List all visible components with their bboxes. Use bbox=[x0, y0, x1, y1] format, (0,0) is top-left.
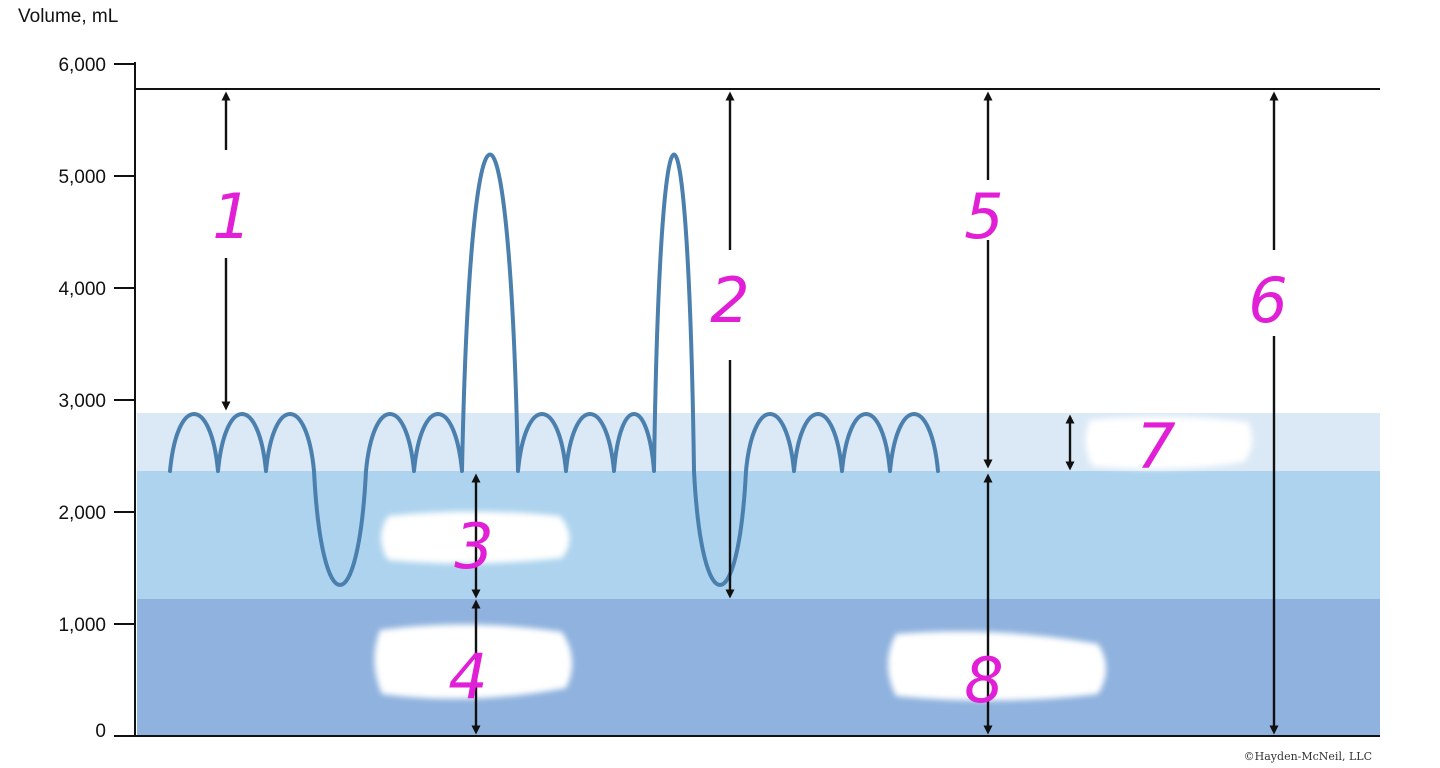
y-ticks bbox=[114, 63, 135, 625]
spirometer-trace bbox=[168, 152, 940, 587]
tick-label-4000: 4,000 bbox=[58, 279, 106, 300]
tick-label-2000: 2,000 bbox=[58, 503, 106, 524]
label-7: 7 bbox=[1136, 410, 1175, 483]
tick-label-5000: 5,000 bbox=[58, 167, 106, 188]
band-residual bbox=[137, 471, 1380, 599]
copyright-credit: ©Hayden-McNeil, LLC bbox=[1244, 750, 1372, 763]
label-1: 1 bbox=[212, 180, 251, 253]
band-bottom bbox=[137, 599, 1380, 736]
label-4: 4 bbox=[448, 640, 487, 713]
tick-label-0: 0 bbox=[95, 721, 106, 742]
label-8: 8 bbox=[964, 644, 1003, 717]
measurement-arrows bbox=[221, 91, 1279, 735]
tick-label-6000: 6,000 bbox=[58, 55, 106, 76]
label-5: 5 bbox=[964, 180, 1003, 253]
label-2: 2 bbox=[710, 264, 749, 337]
y-axis-label: Volume, mL bbox=[18, 6, 118, 27]
label-6: 6 bbox=[1248, 264, 1287, 337]
tick-label-3000: 3,000 bbox=[58, 391, 106, 412]
tick-label-1000: 1,000 bbox=[58, 615, 106, 636]
label-3: 3 bbox=[454, 510, 493, 583]
